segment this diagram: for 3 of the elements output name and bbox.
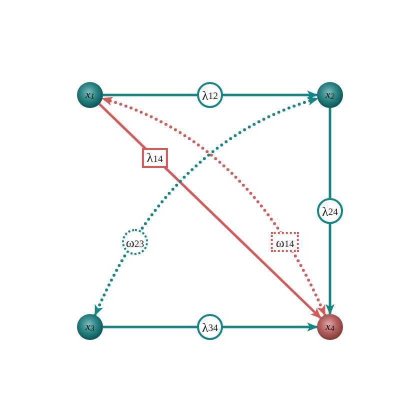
arrow [326, 108, 334, 315]
arrow [103, 322, 318, 332]
arrow [103, 90, 318, 100]
